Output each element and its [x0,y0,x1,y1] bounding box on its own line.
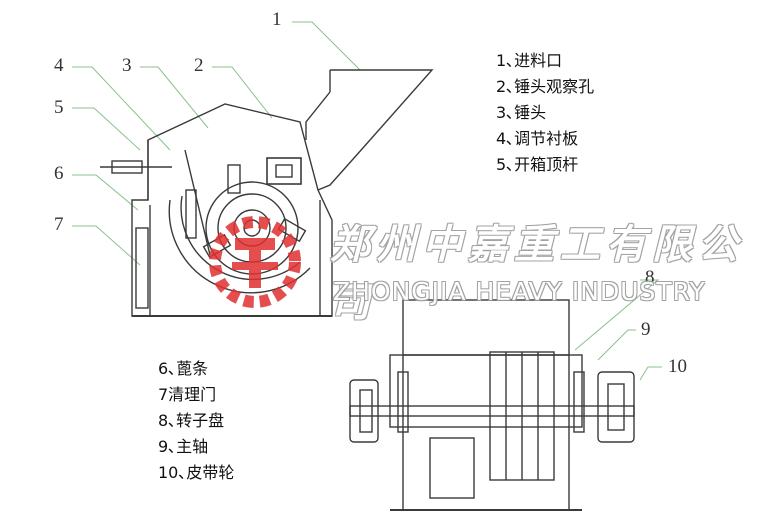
watermark-english: ZHONGJIA HEAVY INDUSTRY [333,277,706,306]
legend-item-adjusting-liner: 4､调节衬板 [496,129,579,148]
legend-item-main-shaft: 9､主轴 [158,437,209,456]
leader-line-6 [72,174,139,211]
legend-item-hammer-observation-hole: 2､锤头观察孔 [496,77,595,96]
leader-line-4 [72,66,171,151]
red-logo [209,216,301,308]
crusher-housing [131,103,333,317]
callout-6: 6 [54,163,64,184]
callout-8: 8 [645,267,655,288]
feed-hopper [330,69,434,141]
machine-frame [402,299,570,511]
leader-lines [72,21,662,381]
adjusting-liner [184,149,211,256]
hammer-observation-hole [266,157,302,185]
legend-top: 1､进料口 2､锤头观察孔 3､锤头 4､调节衬板 5､开箱顶杆 [496,48,594,178]
legend-item-belt-pulley: 10､皮带轮 [158,463,235,482]
legend-bottom: 6､蓖条 7清理门 8､转子盘 9､主轴 10､皮带轮 [158,356,234,486]
callout-3: 3 [122,55,132,76]
legend-item-cleaning-door: 7清理门 [158,385,217,404]
leader-line-7 [72,225,141,266]
callout-1: 1 [272,9,282,30]
callout-4: 4 [54,55,64,76]
callout-7: 7 [54,214,64,235]
legend-item-hammer: 3､锤头 [496,103,547,122]
cleaning-door [135,227,149,309]
pulley-left [349,379,379,443]
legend-item-rotor-disc: 8､转子盘 [158,411,225,430]
callout-5: 5 [54,97,64,118]
leader-line-2 [212,66,273,119]
callout-2: 2 [194,55,204,76]
legend-item-grate-bars: 6､蓖条 [158,359,209,378]
leader-line-1 [292,21,361,71]
main-shaft [349,405,635,417]
leader-line-9 [597,329,636,361]
leader-line-8 [574,279,660,351]
callout-9: 9 [641,319,651,340]
watermark-chinese: 郑州中嘉重工有限公司 [330,221,744,326]
leader-line-10 [639,366,662,381]
callout-10: 10 [668,356,687,377]
hammer-c [227,164,241,194]
leader-line-5 [72,107,141,151]
legend-item-opening-push-rod: 5､开箱顶杆 [496,155,579,174]
legend-item-feed-inlet: 1､进料口 [496,51,563,70]
front-view-crusher [349,299,635,511]
leader-line-3 [140,66,209,129]
pulley-right [597,371,635,443]
